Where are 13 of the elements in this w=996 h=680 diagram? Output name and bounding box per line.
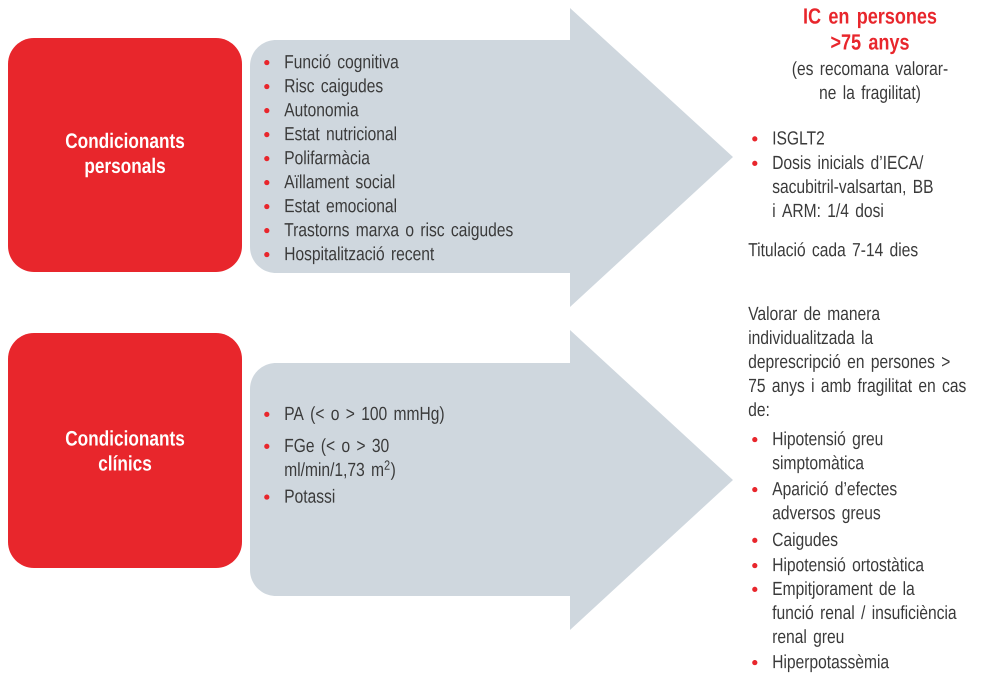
condition-box: Condicionants personals: [8, 38, 242, 272]
list-item: Aparició d’efectes adversos greus: [752, 481, 897, 524]
list-item: Empitjorament de la funció renal / insuficiència renal greu: [752, 581, 957, 647]
list-item: ISGLT2: [752, 131, 824, 145]
note: Valorar de manera individualitzada la deprescripció en persones > 75 anys i amb fragilitat en cas de:: [748, 306, 966, 416]
heading: IC en persones >75 anys: [804, 8, 936, 54]
list-item: Caigudes: [752, 532, 838, 550]
list-item: Dosis inicials d’IECA/ sacubitril-valsartan, BB i ARM: 1/4 dosi: [752, 155, 933, 218]
condition-box: Condicionants clínics: [8, 333, 242, 568]
note: (es recomana valorar-ne la fragilitat): [792, 61, 948, 103]
list-item: Hipotensió greu simptomàtica: [752, 431, 882, 474]
list-item: Hiperpotassèmia: [752, 654, 890, 672]
list-item: Hipotensió ortostàtica: [752, 557, 924, 576]
